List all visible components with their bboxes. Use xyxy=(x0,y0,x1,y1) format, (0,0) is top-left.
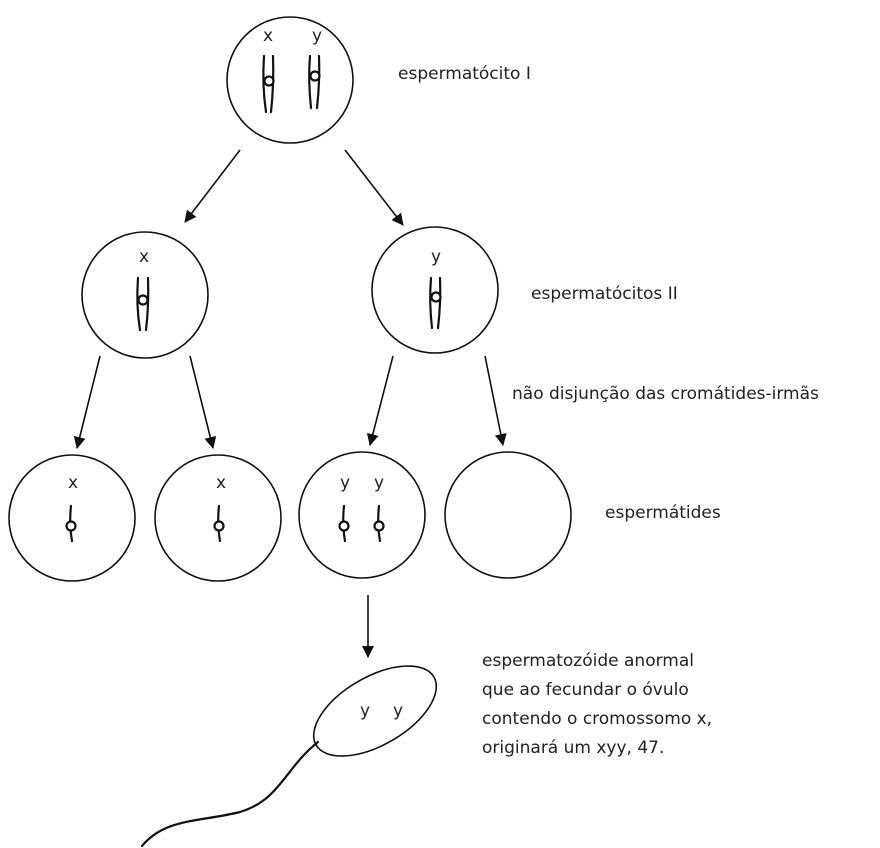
spermatid-x-1-cell xyxy=(8,454,136,582)
label-secondary-spermatocytes: espermatócitos II xyxy=(531,284,678,304)
label-x-secondary: x xyxy=(139,247,149,267)
y-chromosome-pair-top xyxy=(308,54,321,110)
sperm-description-line-1: espermatozóide anormal xyxy=(482,651,694,671)
label-y1-sp3: y xyxy=(340,473,350,493)
label-x-top: x xyxy=(263,26,273,46)
arrow-primary-to-right xyxy=(344,149,404,226)
spermatid-yy-cell xyxy=(298,451,426,579)
label-y-top: y xyxy=(312,26,322,46)
abnormal-sperm-head xyxy=(312,665,438,757)
x-chromatid-sp2 xyxy=(213,504,225,543)
sperm-description-line-4: originará um xyy, 47. xyxy=(482,738,664,758)
label-x-sp1: x xyxy=(68,473,78,493)
label-nondisjunction: não disjunção das cromátides-irmãs xyxy=(512,384,819,404)
primary-spermatocyte-cell xyxy=(226,16,354,144)
sperm-description-line-3: contendo o cromossomo x, xyxy=(482,709,712,729)
x-chromosome-secondary xyxy=(136,276,150,332)
arrow-right-to-sp3 xyxy=(366,355,394,446)
label-y2-sperm: y xyxy=(393,701,403,721)
x-chromatid-sp1 xyxy=(65,504,77,543)
spermatid-empty-cell xyxy=(444,451,572,579)
x-chromosome-pair-top xyxy=(262,54,275,114)
sperm-tail xyxy=(140,740,320,848)
arrow-left-to-sp2 xyxy=(189,355,217,449)
arrow-right-to-sp4 xyxy=(484,355,507,446)
label-y1-sperm: y xyxy=(360,701,370,721)
label-primary-spermatocyte: espermatócito I xyxy=(398,64,531,84)
label-spermatids: espermátides xyxy=(605,503,721,523)
label-y-secondary: y xyxy=(431,247,441,267)
arrow-left-to-sp1 xyxy=(73,355,101,449)
y-chromatids-sp3 xyxy=(338,504,385,543)
spermatid-x-2-cell xyxy=(154,454,282,582)
sperm-description-line-2: que ao fecundar o óvulo xyxy=(482,680,689,700)
y-chromosome-secondary xyxy=(429,276,442,330)
label-x-sp2: x xyxy=(216,473,226,493)
arrow-primary-to-left xyxy=(184,149,241,223)
secondary-spermatocyte-x-cell xyxy=(81,231,209,359)
label-y2-sp3: y xyxy=(374,473,384,493)
secondary-spermatocyte-y-cell xyxy=(371,226,499,354)
